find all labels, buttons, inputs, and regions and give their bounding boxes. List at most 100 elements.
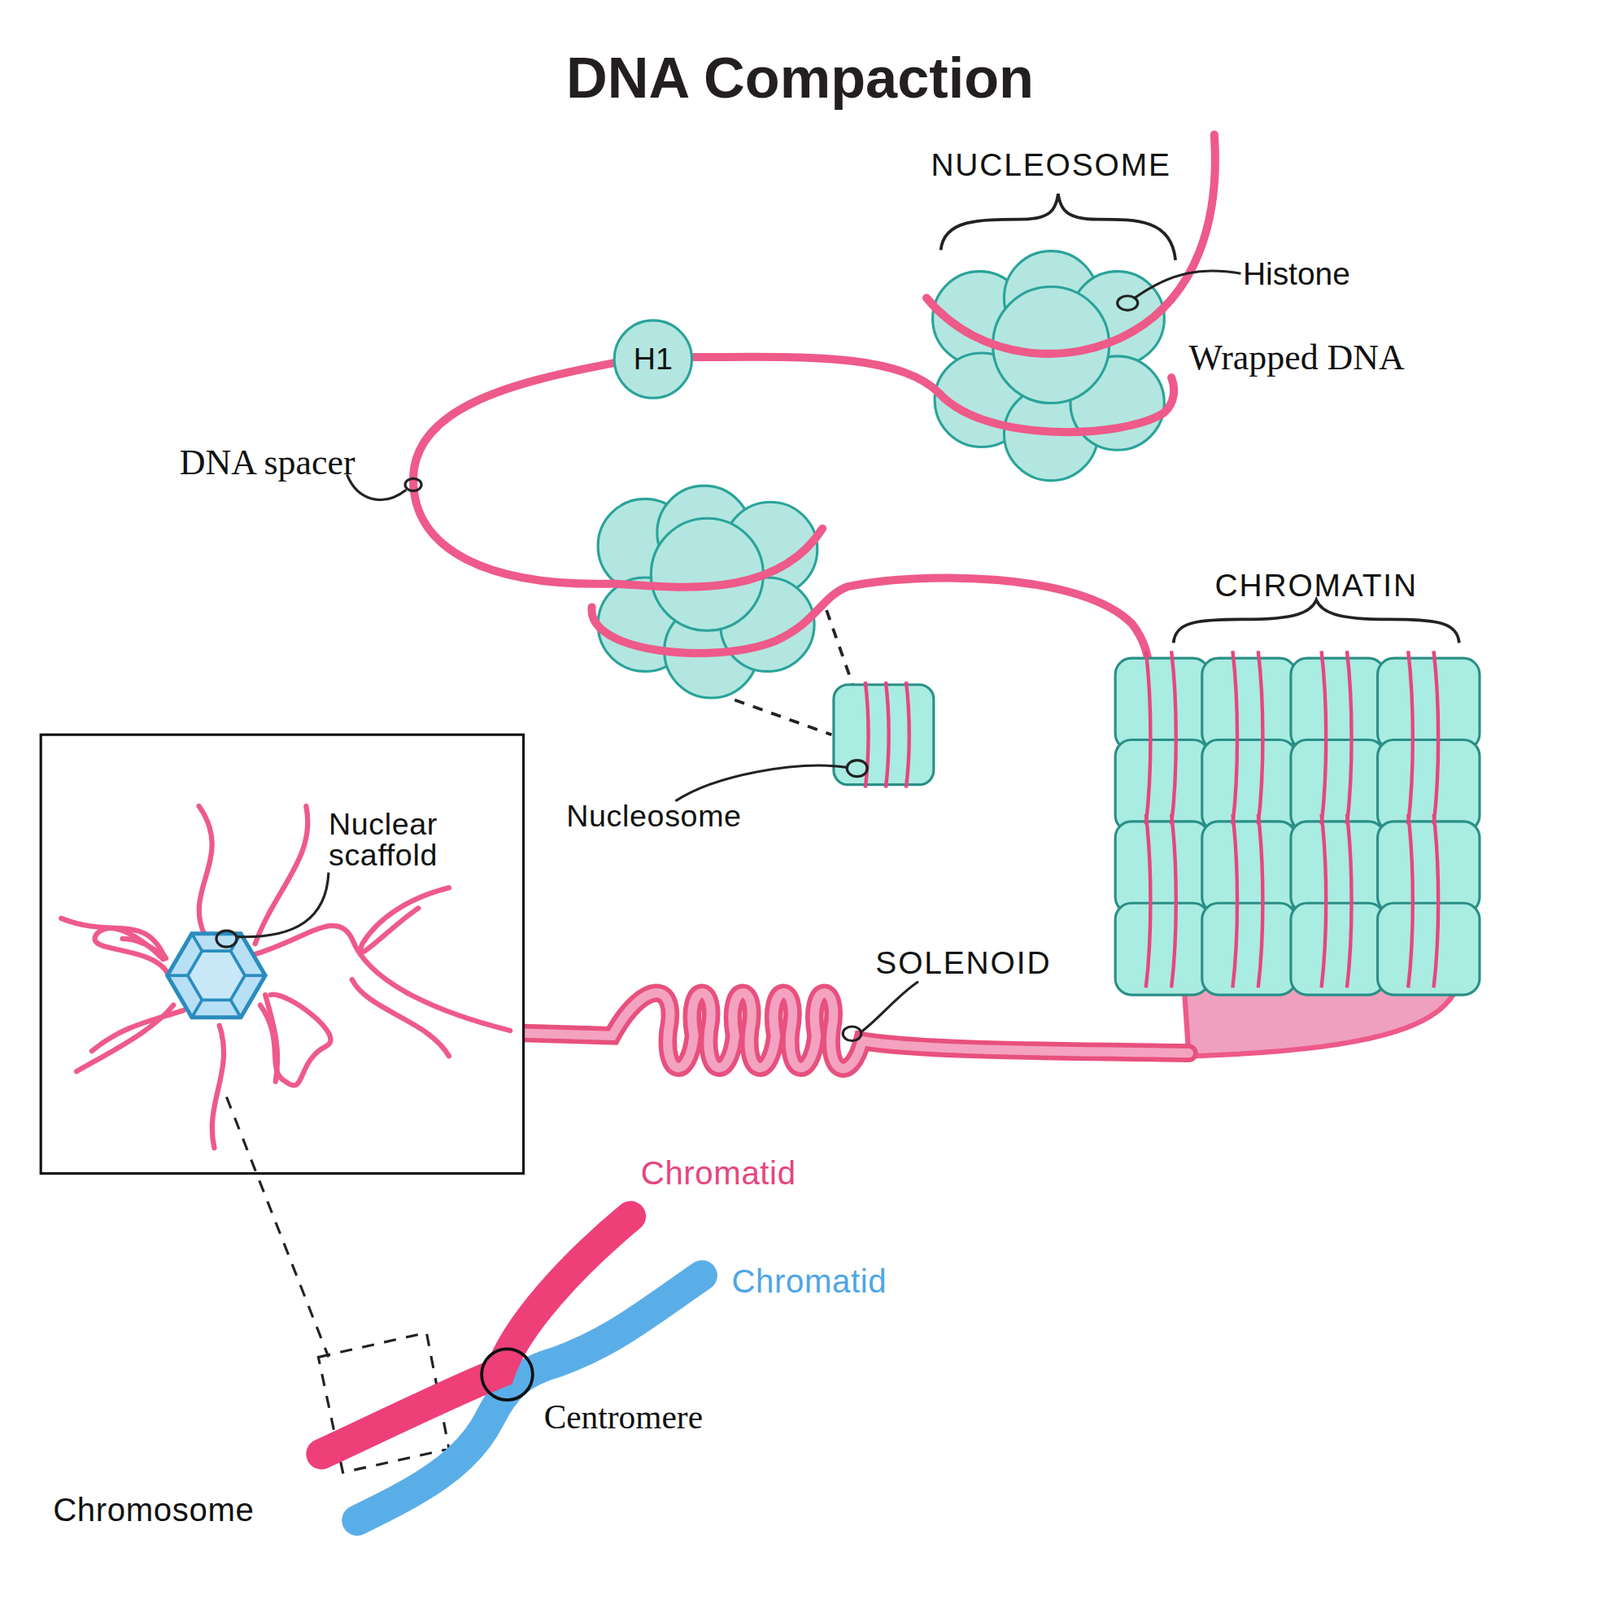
inset-box [212,1025,224,1149]
inset-box [167,933,266,1018]
bracket [941,193,1460,643]
dna-strand [413,135,1216,686]
callout-label: Centromere [544,1399,703,1437]
wrapped-dna [1408,814,1413,988]
chromosome [321,1216,702,1521]
dna-strand [693,357,1174,432]
wrapped-dna [1321,650,1327,824]
leader-line [842,1026,862,1042]
nucleosome-block [1377,902,1480,995]
leader-line [1134,270,1241,298]
nucleosome-icon [865,681,910,788]
inset-box [61,806,511,1148]
dna-strand [413,363,823,588]
wrapped-dna [1146,650,1151,824]
inset-box [40,734,524,1173]
callout-label: DNA spacer [179,443,356,483]
histone-octamer [597,485,818,698]
nucleosome-block [1290,658,1385,750]
dna-strand [591,577,1150,686]
zoom-line [734,700,832,736]
leader-line [216,930,237,947]
nucleosome-icon [833,681,934,788]
callout-label: Wrapped DNA [1188,338,1404,378]
inset-box [76,1005,174,1073]
wrapped-dna [1171,650,1177,824]
nucleosome-block [1115,739,1209,832]
nucleosome-block [1202,658,1296,750]
histone-octamer [932,251,1165,481]
inset-box [91,1010,184,1051]
inset-box [40,734,524,1173]
inset-box [191,933,203,951]
nucleosome-block [1202,739,1296,832]
chromatin-fiber [1115,658,1480,995]
bracket [1173,600,1460,644]
node-label: H1 [633,341,673,377]
callout-label: Chromatid [640,1156,797,1193]
inset-box [167,933,266,1018]
nucleosome-block [1290,739,1385,832]
callout-label: Histone [1242,257,1351,293]
solenoid-coil [510,993,1189,1069]
nucleosome-block [1202,821,1296,914]
nucleosome-block [1377,739,1480,832]
inset-box [352,979,450,1056]
bracket [941,193,1177,261]
inset-box [260,994,332,1086]
diagram-title: DNA Compaction [566,46,1034,109]
inset-box [244,973,266,977]
inset-box [231,999,242,1017]
nucleosome-block [1115,821,1209,914]
zoom-line [226,1097,328,1358]
histone-circle: H1 [612,318,694,400]
callout-label: Nuclear scaffold [328,809,482,871]
zoom-line [826,610,854,686]
leader-line [347,474,407,500]
wrapped-dna [1258,650,1264,824]
nucleosome-block [1290,821,1385,914]
leader-line [216,270,1241,1042]
callout-label: Nucleosome [566,798,742,833]
leader-line [236,872,329,938]
inset-box [255,806,309,944]
inset-box [255,925,511,1031]
nucleosome-icon [885,681,890,788]
wrapped-dna [1232,814,1238,988]
inset-box [61,918,166,959]
nucleosome-block [1115,902,1209,995]
inset-box [360,887,450,952]
wrapped-dna [1146,814,1151,988]
leader-line [860,981,920,1034]
leader-line [675,765,847,802]
wrapped-dna [1258,814,1264,988]
wrapped-dna [1171,814,1177,988]
wrapped-dna [1232,650,1238,824]
inset-box [167,973,188,977]
callout-label: Chromatid [731,1264,887,1301]
chromatin-fiber [1115,650,1480,1056]
wrapped-dna [1347,650,1352,824]
callout-label: NUCLEOSOME [930,148,1171,184]
wrapped-dna [1434,814,1439,988]
nucleosome-icon [833,684,934,785]
nucleosome-block [1115,658,1209,750]
chromosome [481,1348,533,1400]
dna-strand [926,135,1216,354]
chromatin-fiber [1146,650,1439,988]
circle-shape [614,320,692,398]
wrapped-dna [1321,814,1327,988]
solenoid-coil [510,993,1189,1069]
wrapped-dna [1347,814,1352,988]
nucleosome-block [1377,658,1480,750]
nucleosome-block [1290,902,1385,995]
callout-label: SOLENOID [875,946,1051,981]
wrapped-dna [1408,650,1413,824]
callout-label: CHROMATIN [1214,568,1418,604]
inset-box [199,806,213,934]
histone-octamer [650,518,763,631]
callout-label: Chromosome [52,1493,254,1530]
leader-line [405,478,422,491]
